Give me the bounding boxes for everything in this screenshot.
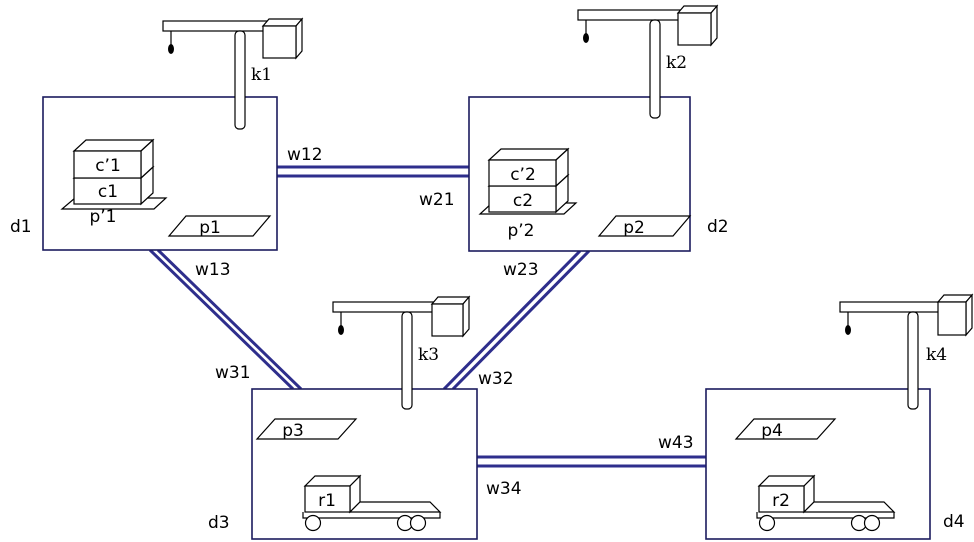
pile-label-p4: p4 bbox=[761, 421, 783, 441]
container-label-c-prime-1: c’1 bbox=[95, 156, 121, 176]
road-d3-d4 bbox=[477, 457, 706, 466]
dock-label-d2: d2 bbox=[707, 217, 729, 237]
crane-label-k3: k3 bbox=[418, 345, 439, 365]
road-label-w13: w13 bbox=[195, 260, 231, 280]
pile-label-p-prime-2: p’2 bbox=[507, 221, 534, 241]
container-label-c1: c1 bbox=[98, 182, 118, 202]
robot-label-r2: r2 bbox=[772, 491, 790, 511]
road-label-w34: w34 bbox=[486, 479, 522, 499]
road-label-w21: w21 bbox=[419, 190, 455, 210]
container-label-c2: c2 bbox=[513, 191, 533, 211]
container-label-c-prime-2: c’2 bbox=[510, 165, 536, 185]
pile-label-p1: p1 bbox=[199, 218, 221, 238]
dock-label-d1: d1 bbox=[10, 217, 32, 237]
pile-p4 bbox=[736, 419, 835, 439]
dock-label-d4: d4 bbox=[943, 512, 965, 532]
road-label-w12: w12 bbox=[287, 145, 323, 165]
robot-label-r1: r1 bbox=[318, 491, 336, 511]
road-label-w31: w31 bbox=[215, 363, 251, 383]
pile-label-p2: p2 bbox=[623, 218, 645, 238]
pile-label-p-prime-1: p’1 bbox=[89, 207, 116, 227]
road-label-w43: w43 bbox=[658, 433, 694, 453]
dock-d4 bbox=[706, 389, 930, 539]
dock-label-d3: d3 bbox=[208, 513, 230, 533]
road-d1-d2 bbox=[277, 167, 469, 176]
crane-label-k2: k2 bbox=[666, 53, 687, 73]
road-label-w23: w23 bbox=[503, 260, 539, 280]
pile-p3 bbox=[257, 419, 356, 439]
crane-label-k4: k4 bbox=[926, 345, 947, 365]
dock-d3 bbox=[252, 389, 477, 539]
crane-label-k1: k1 bbox=[251, 65, 272, 85]
road-label-w32: w32 bbox=[478, 369, 514, 389]
pile-label-p3: p3 bbox=[282, 421, 304, 441]
